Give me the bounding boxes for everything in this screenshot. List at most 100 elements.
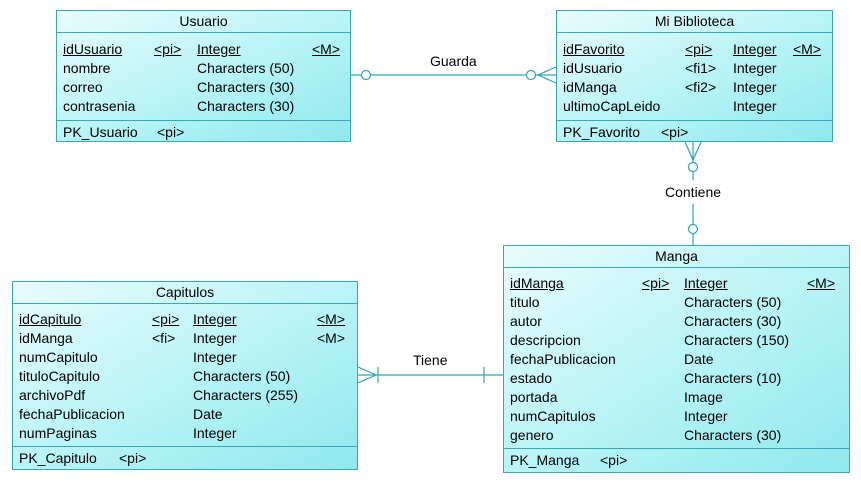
key-tag: <pi>	[661, 124, 689, 140]
attribute-name: idUsuario	[563, 60, 623, 76]
entity-manga-key: PK_Manga <pi>	[504, 449, 849, 471]
relationship-label-guarda: Guarda	[430, 53, 477, 69]
attribute-name: fechaPublicacion	[510, 351, 616, 367]
attribute-row: archivoPdf Characters (255)	[13, 386, 357, 405]
attribute-name: archivoPdf	[19, 387, 86, 403]
entity-manga[interactable]: Manga idManga <pi> Integer <M> titulo Ch…	[503, 245, 850, 473]
attribute-row: idManga <fi2> Integer	[557, 78, 832, 97]
attribute-name: idManga	[510, 275, 564, 291]
key-name: PK_Favorito	[563, 124, 641, 140]
attribute-flag: <M>	[807, 275, 836, 291]
key-tag: <pi>	[600, 452, 628, 468]
contiene-manga-optional-mark	[687, 223, 699, 235]
attribute-tag: <pi>	[685, 41, 713, 57]
entity-capitulos-key: PK_Capitulo <pi>	[13, 447, 357, 469]
entity-mi-biblioteca[interactable]: Mi Biblioteca idFavorito <pi> Integer <M…	[556, 10, 833, 142]
attribute-row: genero Characters (30)	[504, 426, 849, 445]
attribute-name: ultimoCapLeido	[563, 98, 661, 114]
attribute-flag: <M>	[312, 41, 341, 57]
guarda-crowfoot-bottom	[537, 74, 557, 84]
attribute-row: titulo Characters (50)	[504, 293, 849, 312]
attribute-row: descripcion Characters (150)	[504, 331, 849, 350]
attribute-tag: <pi>	[152, 311, 180, 327]
attribute-name: genero	[510, 427, 554, 443]
attribute-name: descripcion	[510, 332, 581, 348]
key-name: PK_Usuario	[63, 124, 138, 140]
attribute-type: Characters (10)	[684, 370, 782, 386]
entity-mi-biblioteca-key: PK_Favorito <pi>	[557, 121, 832, 143]
key-name: PK_Manga	[510, 452, 580, 468]
attribute-name: idManga	[19, 330, 73, 346]
attribute-type: Integer	[733, 60, 777, 76]
attribute-type: Characters (150)	[684, 332, 790, 348]
attribute-type: Characters (50)	[197, 60, 295, 76]
attribute-tag: <fi1>	[685, 60, 717, 76]
attribute-type: Date	[684, 351, 714, 367]
contiene-crowfoot-right	[692, 141, 702, 161]
attribute-row: fechaPublicacion Date	[13, 405, 357, 424]
entity-capitulos-attributes: idCapitulo <pi> Integer <M> idManga <fi>…	[13, 304, 357, 447]
attribute-type: Integer	[733, 98, 777, 114]
attribute-type: Integer	[193, 311, 237, 327]
attribute-row: idManga <fi> Integer <M>	[13, 329, 357, 348]
attribute-row: portada Image	[504, 388, 849, 407]
attribute-flag: <M>	[317, 330, 346, 346]
entity-capitulos-title: Capitulos	[13, 282, 357, 304]
attribute-row: nombre Characters (50)	[57, 59, 350, 78]
attribute-name: idManga	[563, 79, 617, 95]
attribute-name: estado	[510, 370, 553, 386]
attribute-row: numCapitulos Integer	[504, 407, 849, 426]
attribute-row: ultimoCapLeido Integer	[557, 97, 832, 116]
attribute-type: Characters (30)	[197, 79, 295, 95]
attribute-name: portada	[510, 389, 558, 405]
attribute-type: Characters (255)	[193, 387, 299, 403]
entity-capitulos[interactable]: Capitulos idCapitulo <pi> Integer <M> id…	[12, 281, 358, 470]
entity-usuario[interactable]: Usuario idUsuario <pi> Integer <M> nombr…	[56, 10, 351, 142]
tiene-crowfoot-top	[357, 366, 377, 376]
attribute-type: Characters (50)	[684, 294, 782, 310]
attribute-name: idUsuario	[63, 41, 123, 57]
attribute-type: Characters (30)	[684, 313, 782, 329]
attribute-name: tituloCapitulo	[19, 368, 100, 384]
attribute-name: nombre	[63, 60, 111, 76]
attribute-row: contrasenia Characters (30)	[57, 97, 350, 116]
attribute-flag: <M>	[793, 41, 822, 57]
key-tag: <pi>	[119, 450, 147, 466]
attribute-row: idUsuario <pi> Integer <M>	[57, 40, 350, 59]
attribute-name: contrasenia	[63, 98, 136, 114]
attribute-tag: <fi>	[152, 330, 176, 346]
attribute-row: idManga <pi> Integer <M>	[504, 274, 849, 293]
guarda-usuario-optional-mark	[360, 69, 372, 81]
attribute-type: Integer	[684, 408, 728, 424]
attribute-type: Integer	[197, 41, 241, 57]
contiene-crowfoot-left	[684, 141, 694, 161]
attribute-row: tituloCapitulo Characters (50)	[13, 367, 357, 386]
attribute-name: idFavorito	[563, 41, 625, 57]
guarda-crowfoot-top	[537, 66, 557, 76]
attribute-name: idCapitulo	[19, 311, 82, 327]
attribute-type: Integer	[193, 425, 237, 441]
attribute-name: numCapitulos	[510, 408, 596, 424]
attribute-type: Characters (30)	[684, 427, 782, 443]
relationship-label-tiene: Tiene	[413, 352, 448, 368]
attribute-name: autor	[510, 313, 542, 329]
relationship-label-contiene: Contiene	[664, 184, 723, 200]
entity-mi-biblioteca-attributes: idFavorito <pi> Integer <M> idUsuario <f…	[557, 33, 832, 121]
key-tag: <pi>	[157, 124, 185, 140]
attribute-tag: <pi>	[642, 275, 670, 291]
attribute-type: Integer	[193, 330, 237, 346]
attribute-type: Integer	[684, 275, 728, 291]
attribute-type: Characters (30)	[197, 98, 295, 114]
tiene-crowfoot-bottom	[357, 374, 377, 384]
entity-usuario-key: PK_Usuario <pi>	[57, 121, 350, 143]
entity-usuario-attributes: idUsuario <pi> Integer <M> nombre Charac…	[57, 33, 350, 121]
attribute-tag: <fi2>	[685, 79, 717, 95]
attribute-type: Image	[684, 389, 723, 405]
attribute-type: Integer	[733, 41, 777, 57]
attribute-type: Integer	[193, 349, 237, 365]
attribute-type: Date	[193, 406, 223, 422]
attribute-row: idCapitulo <pi> Integer <M>	[13, 310, 357, 329]
attribute-row: idUsuario <fi1> Integer	[557, 59, 832, 78]
attribute-row: idFavorito <pi> Integer <M>	[557, 40, 832, 59]
attribute-name: correo	[63, 79, 103, 95]
